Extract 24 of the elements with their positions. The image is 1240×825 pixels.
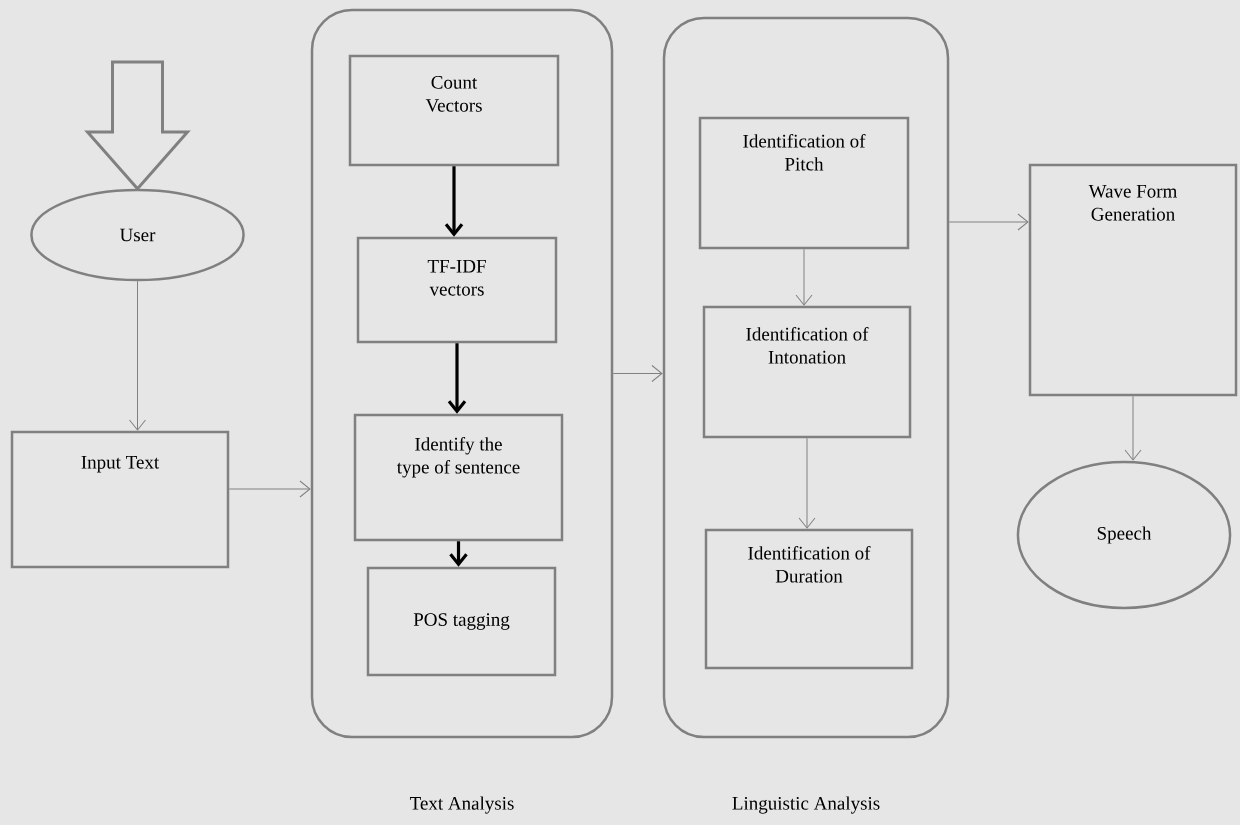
arrow (798, 437, 816, 529)
block-arrow (84, 60, 191, 192)
arrow (612, 365, 663, 382)
arrow (795, 248, 813, 306)
process-box: Input Text (10, 430, 230, 569)
ellipse-node: Speech (1016, 460, 1232, 610)
process-box: Count Vectors (348, 54, 560, 167)
arrow (129, 280, 146, 431)
process-box: POS tagging (366, 566, 557, 677)
arrow (948, 213, 1029, 231)
process-box: Identify the type of sentence (353, 413, 564, 542)
arrow (444, 166, 464, 237)
arrow (228, 480, 311, 498)
panel-label: Text Analysis (410, 796, 514, 814)
arrow (1124, 395, 1142, 461)
process-box: Wave Form Generation (1028, 163, 1238, 397)
ellipse-node: User (30, 188, 245, 282)
arrow (449, 541, 468, 567)
process-box: Identification of Intonation (702, 305, 912, 439)
panel-label: Linguistic Analysis (732, 796, 880, 814)
process-box: Identification of Duration (704, 528, 914, 670)
process-box: Identification of Pitch (698, 116, 910, 250)
process-box: TF-IDF vectors (356, 236, 558, 344)
arrow (447, 343, 467, 414)
